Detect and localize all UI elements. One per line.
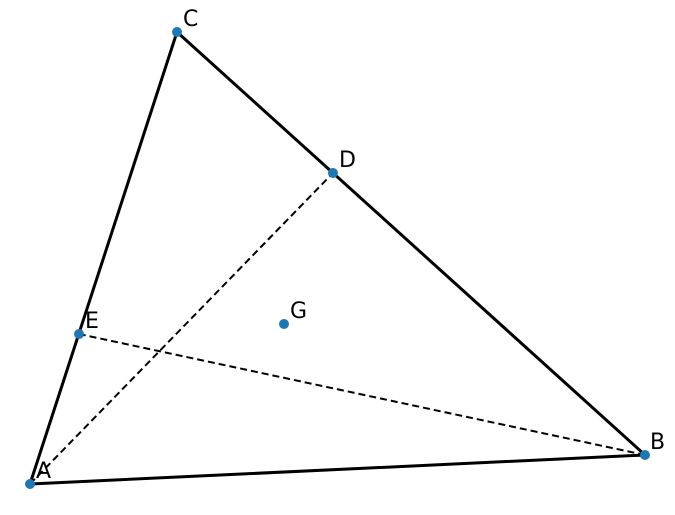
label-c: C [183, 7, 198, 32]
segment-ad [29, 172, 334, 485]
segment-bc [175, 30, 647, 457]
point-e [74, 329, 84, 339]
segment-ca [28, 30, 179, 486]
point-g [279, 319, 289, 329]
label-e: E [85, 309, 99, 334]
label-d: D [339, 148, 356, 173]
label-g: G [290, 299, 307, 324]
label-a: A [36, 459, 51, 484]
point-d [328, 168, 338, 178]
point-a [25, 479, 35, 489]
segment-be [78, 333, 646, 456]
segment-ab [28, 453, 647, 486]
point-b [640, 450, 650, 460]
point-c [172, 27, 182, 37]
label-b: B [650, 430, 665, 455]
